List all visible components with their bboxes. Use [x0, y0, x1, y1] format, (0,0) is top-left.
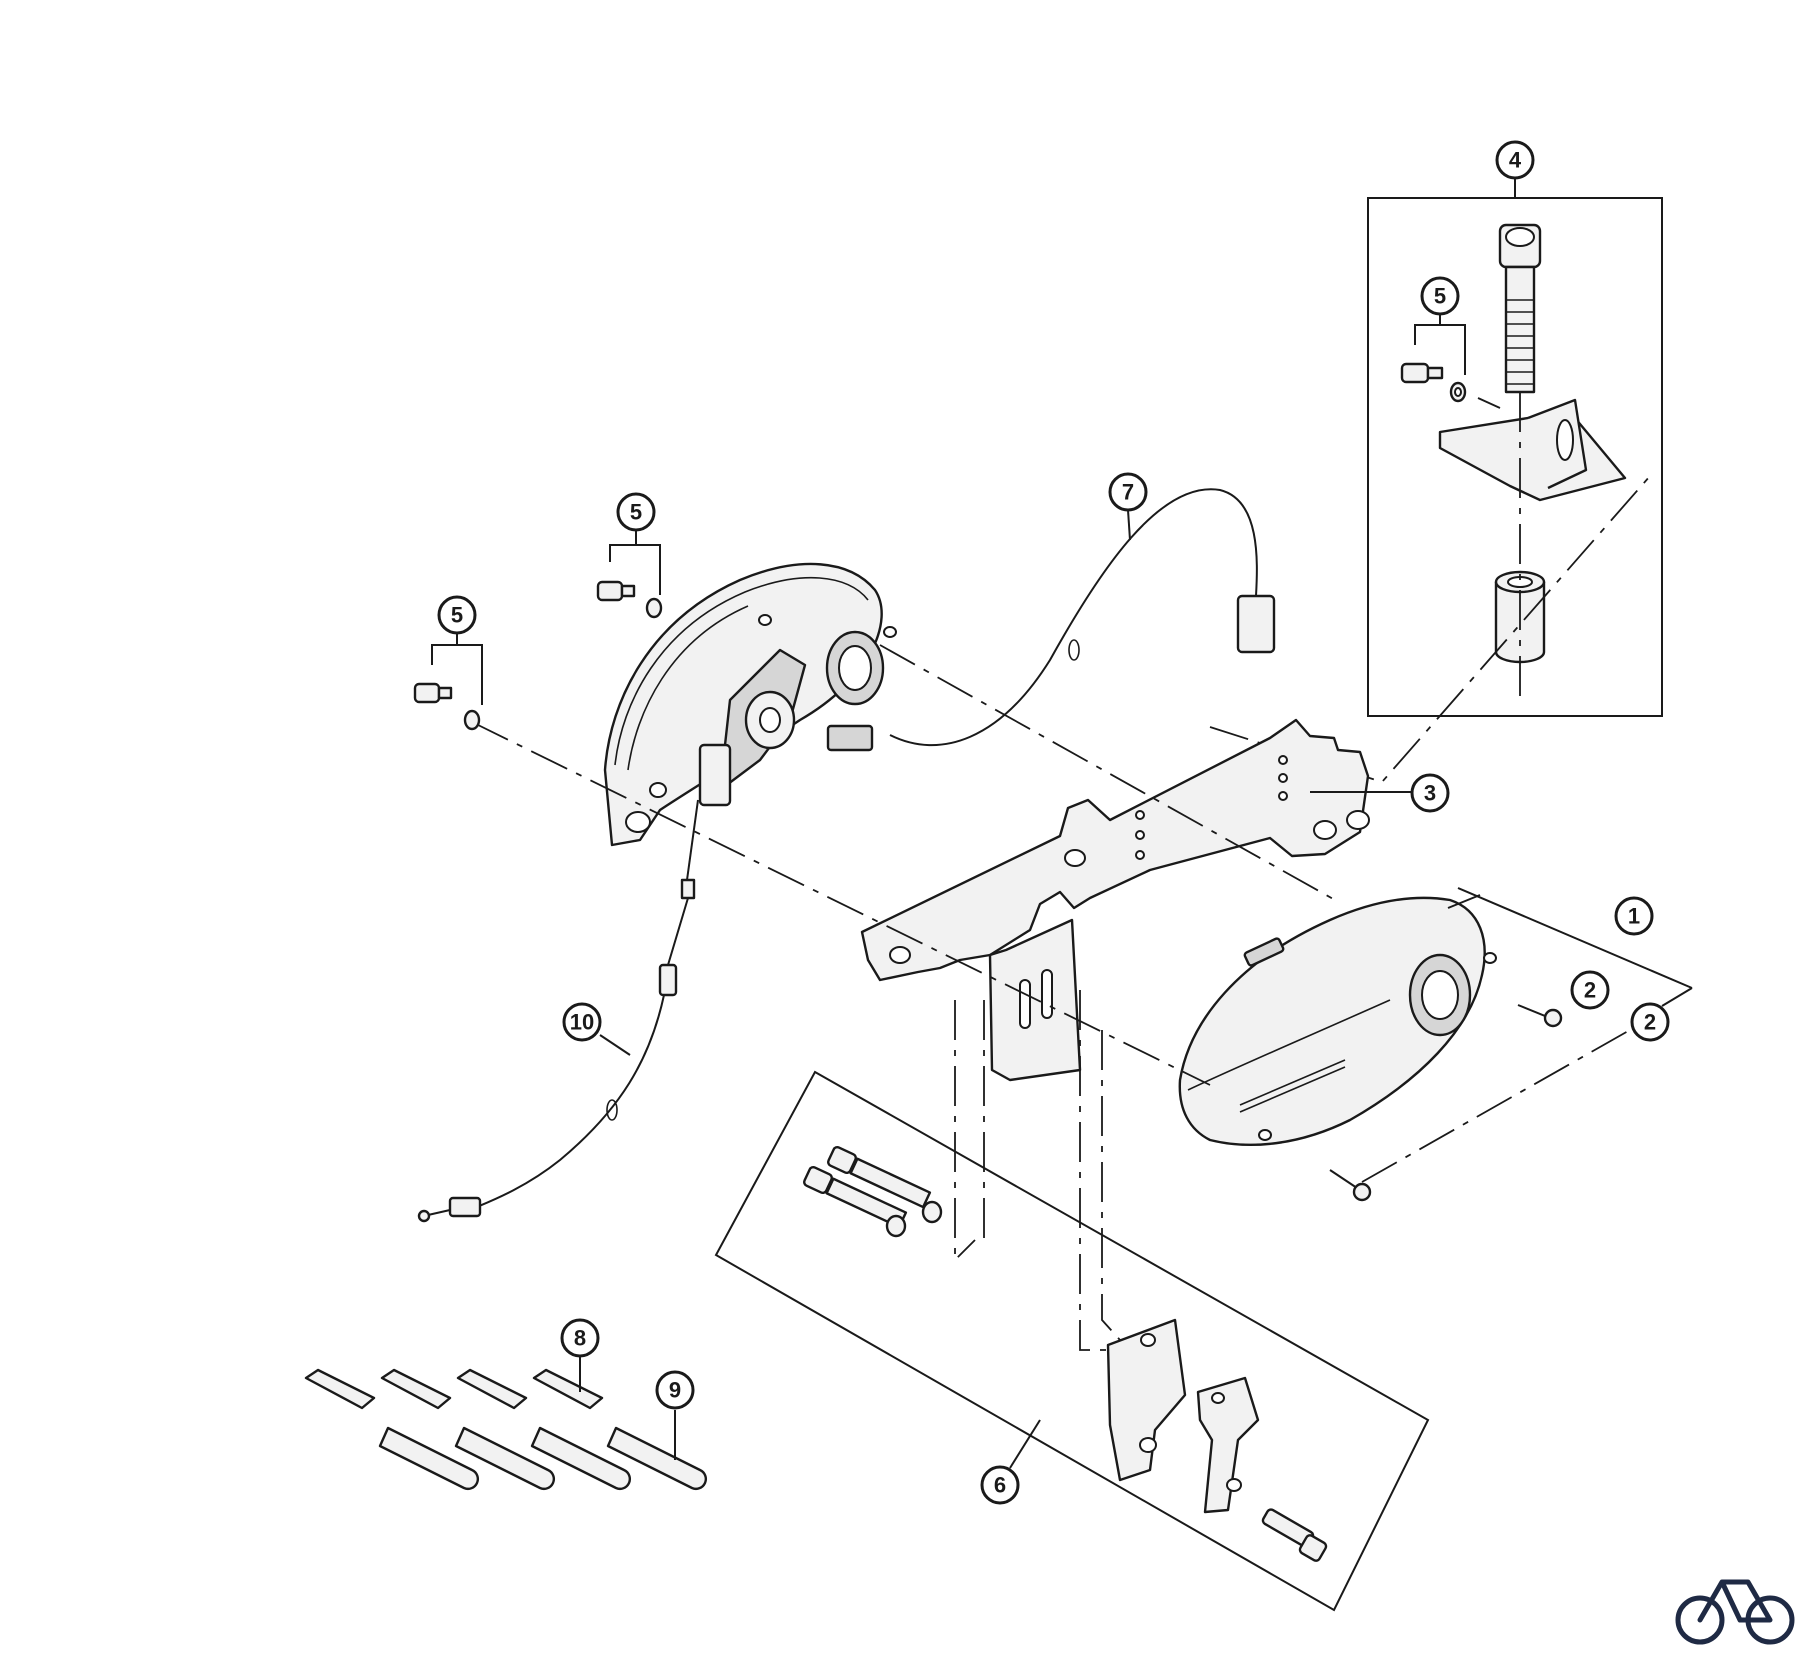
sleeve-tube — [454, 1426, 555, 1490]
clamp-bracket-part-4 — [1438, 398, 1627, 502]
crimp-terminal — [304, 1368, 376, 1410]
svg-text:2: 2 — [1644, 1010, 1656, 1035]
sleeve-tube — [530, 1426, 631, 1490]
bolt-part-4 — [1498, 223, 1542, 394]
svg-text:8: 8 — [574, 1326, 586, 1351]
callout-3: 3 — [1410, 773, 1450, 813]
crimp-terminal — [532, 1368, 604, 1410]
callout-6: 6 — [980, 1465, 1020, 1505]
svg-text:5: 5 — [630, 500, 642, 525]
screw-part-2-lower — [1329, 1169, 1372, 1202]
screw-part-2-upper — [1517, 1004, 1563, 1028]
callout-9: 9 — [655, 1370, 695, 1410]
callout-4: 4 — [1495, 140, 1535, 180]
sleeve-tube — [606, 1426, 707, 1490]
long-bolt-b — [803, 1165, 908, 1229]
screw-washer-set-a — [413, 632, 483, 731]
callout-5-inset: 5 — [1420, 276, 1460, 316]
inset-box-part-4 — [1367, 178, 1663, 717]
svg-text:5: 5 — [1434, 284, 1446, 309]
crimp-terminal — [456, 1368, 528, 1410]
callout-5-left: 5 — [437, 595, 477, 635]
shift-cable-part-10 — [417, 799, 699, 1223]
svg-text:7: 7 — [1122, 480, 1134, 505]
svg-text:5: 5 — [451, 603, 463, 628]
bicycle-logo-icon — [1675, 1579, 1795, 1645]
mounting-kit-box-part-6 — [714, 990, 1430, 1612]
screw-washer-set-b — [596, 530, 663, 619]
callout-2-lower: 2 — [1630, 1002, 1670, 1042]
connector-set-parts-8-9 — [304, 1350, 707, 1490]
svg-text:3: 3 — [1424, 781, 1436, 806]
screw-washer-set-inset — [1400, 304, 1467, 403]
crimp-terminal — [380, 1368, 452, 1410]
mounting-bracket-part-3 — [860, 718, 1416, 1082]
cover-housing-part-1 — [1178, 896, 1497, 1147]
long-bolt-a — [827, 1145, 932, 1209]
svg-text:10: 10 — [570, 1010, 594, 1035]
lamp-unit-assembly — [603, 562, 897, 847]
callout-10: 10 — [562, 1002, 602, 1042]
svg-text:6: 6 — [994, 1473, 1006, 1498]
callout-7: 7 — [1108, 472, 1148, 512]
wire-cable-part-7 — [826, 488, 1276, 752]
svg-text:2: 2 — [1584, 978, 1596, 1003]
sleeve-tube — [378, 1426, 479, 1490]
svg-text:1: 1 — [1628, 904, 1640, 929]
callout-5-upper-left: 5 — [616, 492, 656, 532]
callout-2-upper: 2 — [1570, 970, 1610, 1010]
callout-8: 8 — [560, 1318, 600, 1358]
svg-text:9: 9 — [669, 1378, 681, 1403]
svg-text:4: 4 — [1509, 148, 1522, 173]
callout-1: 1 — [1614, 896, 1654, 936]
